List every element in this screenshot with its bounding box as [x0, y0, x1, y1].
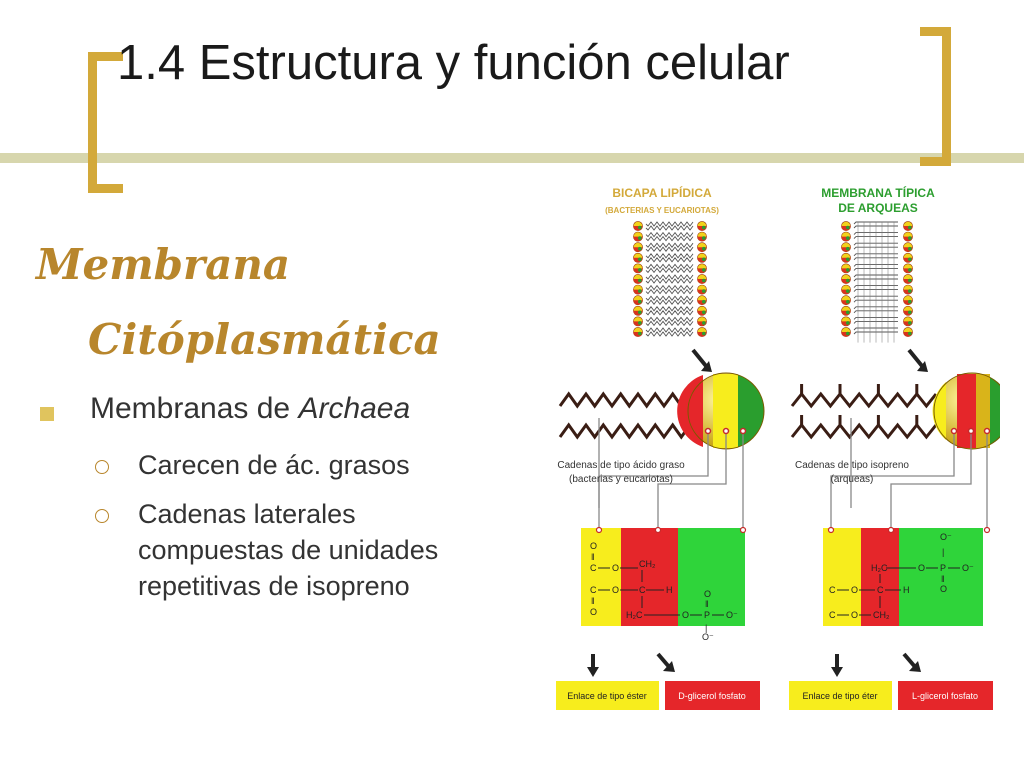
fatty-acid-chain	[558, 422, 692, 440]
right-caption-1: Cadenas de tipo isopreno	[795, 460, 909, 471]
left-caption-2: (bacterias y eucariotas)	[569, 474, 673, 485]
down-arrow-icon	[902, 652, 921, 672]
heading-citoplasmatica: Citóplasmática	[88, 315, 441, 364]
glycerol-head-ball-left	[677, 372, 765, 450]
chem-label: O	[590, 541, 597, 551]
chem-label: O	[612, 585, 619, 595]
arrowhead-icon	[701, 361, 712, 372]
chem-label: P	[704, 610, 710, 620]
down-arrow-icon	[831, 654, 843, 677]
connector-lines	[598, 418, 988, 530]
down-arrow-icon	[656, 652, 675, 672]
isoprene-chain	[790, 384, 938, 409]
ether-label: Enlace de tipo éter	[802, 691, 877, 701]
chem-label: O	[851, 610, 858, 620]
chem-label: CH₂	[639, 559, 656, 569]
chem-label: C	[590, 585, 597, 595]
chem-label: C	[829, 610, 836, 620]
ester-structure-block: O ‖ C O C ‖ O O CH₂ C H H₂C O O ‖ P O⁻ |…	[581, 526, 747, 642]
chem-label: ‖	[941, 574, 945, 584]
sub-bullet-1: Carecen de ác. grasos	[138, 450, 410, 480]
isoprene-chain	[790, 415, 938, 440]
chem-label: |	[705, 623, 707, 633]
chem-label: C	[590, 563, 597, 573]
bullet-italic-text: Archaea	[298, 392, 411, 425]
membrane-comparison-figure: BICAPA LIPÍDICA (BACTERIAS Y EUCARIOTAS)…	[556, 185, 1000, 710]
ester-label-box	[556, 681, 659, 710]
chem-label: O	[851, 585, 858, 595]
down-arrow-icon	[587, 654, 599, 677]
chem-label: CH₂	[873, 610, 890, 620]
glycerol-head-ball-right	[932, 372, 1000, 450]
chem-label: O⁻	[940, 532, 952, 542]
down-arrow-icon	[907, 348, 924, 368]
chem-label: C	[639, 585, 646, 595]
chem-label: O	[682, 610, 689, 620]
left-bracket-decoration	[88, 52, 123, 193]
fatty-acid-chain	[558, 391, 692, 409]
chem-label: O	[590, 607, 597, 617]
right-header-1: MEMBRANA TÍPICA	[821, 185, 935, 200]
bullet-membranas-archaea: Membranas de Archaea	[90, 392, 410, 426]
sub-bullet-2: Cadenas laterales compuestas de unidades…	[138, 499, 439, 601]
chem-label: H	[666, 585, 673, 595]
chem-label: O	[704, 589, 711, 599]
left-header-1: BICAPA LIPÍDICA	[612, 185, 712, 200]
chem-label: P	[940, 563, 946, 573]
l-glycerol-label-box	[898, 681, 993, 710]
archaeal-membrane-illustration	[841, 221, 913, 343]
chem-label: C	[877, 585, 884, 595]
heading-membrana: Membrana	[36, 240, 291, 289]
chem-label: ‖	[591, 552, 595, 562]
chem-label: O	[918, 563, 925, 573]
bullet-text: Membranas de	[90, 392, 299, 425]
chem-label: ‖	[591, 596, 595, 606]
chem-label: ‖	[705, 599, 709, 609]
chem-label: |	[942, 547, 944, 557]
slide-title: 1.4 Estructura y función celular	[117, 36, 790, 90]
ether-structure-block: H₂C O O⁻ | P O⁻ ‖ O C O C H C O CH₂	[823, 526, 991, 626]
right-header-2: DE ARQUEAS	[838, 201, 918, 215]
d-glycerol-label: D-glicerol fosfato	[678, 691, 746, 701]
left-header-2: (BACTERIAS Y EUCARIOTAS)	[605, 206, 719, 215]
square-bullet-icon	[40, 407, 54, 421]
lipid-bilayer-illustration	[633, 221, 707, 337]
chem-label: O	[612, 563, 619, 573]
l-glycerol-label: L-glicerol fosfato	[912, 691, 978, 701]
ester-label: Enlace de tipo éster	[567, 691, 647, 701]
chem-label: H	[903, 585, 910, 595]
chem-label: O⁻	[962, 563, 974, 573]
down-arrow-icon	[691, 348, 708, 368]
left-caption-1: Cadenas de tipo ácido graso	[557, 460, 685, 471]
chem-label: H₂C	[871, 563, 888, 573]
right-caption-2: (arqueas)	[831, 474, 874, 485]
title-underline-bar	[0, 153, 1024, 163]
chem-label: O⁻	[726, 610, 738, 620]
chem-label: C	[829, 585, 836, 595]
chem-label: H₂C	[626, 610, 643, 620]
right-bracket-decoration	[920, 27, 951, 166]
chem-label: O⁻	[702, 632, 714, 642]
arrowhead-icon	[917, 361, 928, 372]
ether-label-box	[789, 681, 892, 710]
ring-bullet-icon	[95, 509, 109, 523]
ring-bullet-icon	[95, 460, 109, 474]
chem-label: O	[940, 584, 947, 594]
d-glycerol-label-box	[665, 681, 760, 710]
